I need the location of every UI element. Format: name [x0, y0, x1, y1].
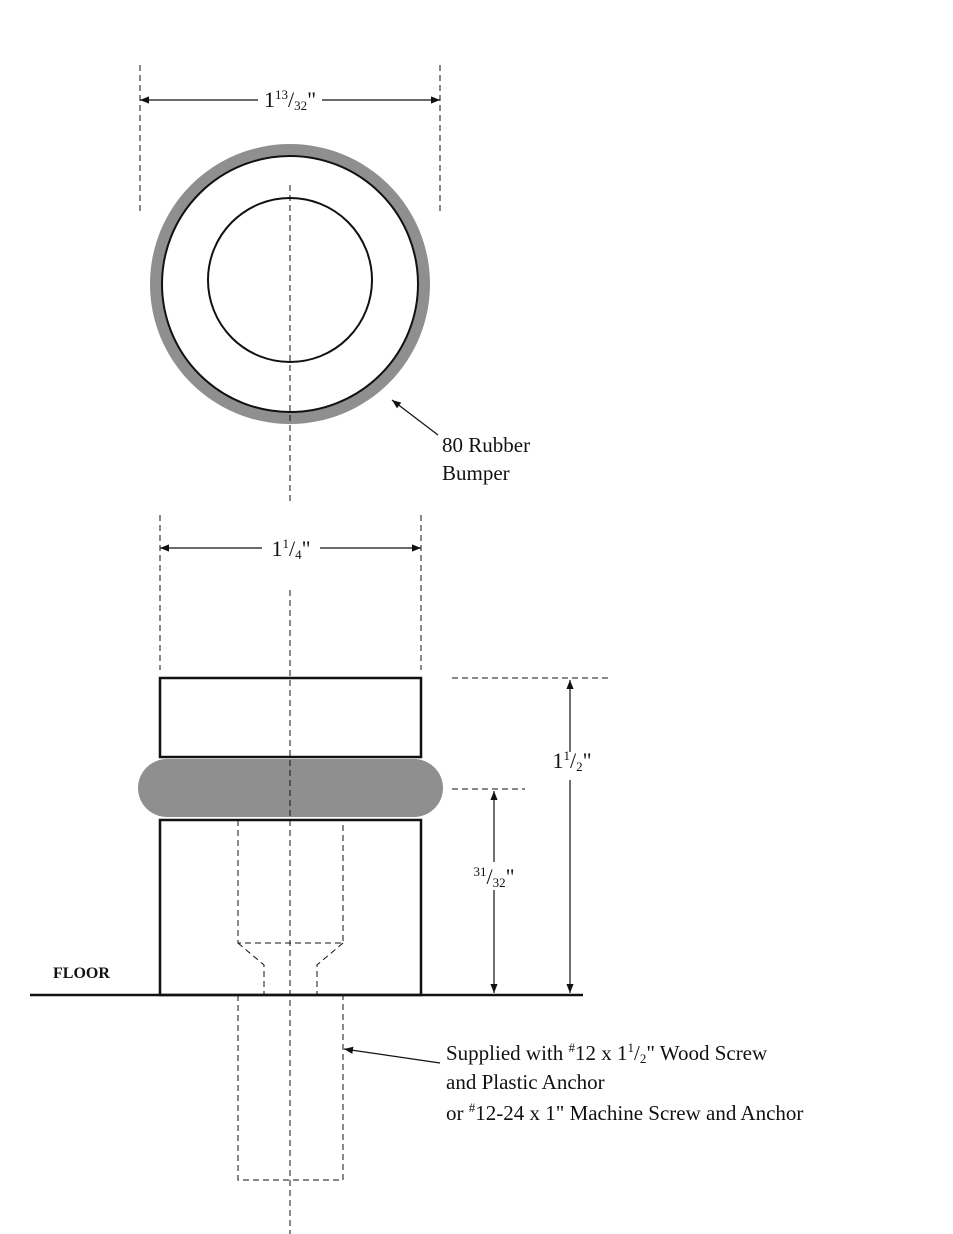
note-line2: and Plastic Anchor — [446, 1070, 605, 1094]
rubber-band — [138, 759, 443, 817]
floor-label: FLOOR — [53, 965, 110, 982]
anchor-hidden — [237, 995, 344, 1181]
bumper-height-dimension: 31/32" — [473, 864, 514, 890]
bumper-leader-arrow — [391, 399, 439, 436]
outer-body-circle — [161, 155, 419, 413]
height-dimension: 11/2" — [552, 748, 591, 774]
base-body — [158, 818, 423, 997]
bumper-label-line2: Bumper — [442, 461, 510, 485]
bumper-label-line1: 80 Rubber — [442, 433, 530, 457]
note-leader-arrow — [343, 1046, 441, 1064]
top-view: 113/32" 80 Rubber Bumper — [139, 65, 530, 505]
screw-hole-hidden — [237, 942, 344, 995]
top-width-dimension: 113/32" — [264, 87, 316, 113]
side-view: 11/4" FLOOR 11/2" 31/32" Supplied with #… — [30, 515, 803, 1234]
side-width-dimension: 11/4" — [271, 536, 310, 562]
note-line1: Supplied with #12 x 11/2" Wood Screw — [446, 1040, 768, 1066]
top-cap — [158, 676, 423, 759]
note-line3: or #12-24 x 1" Machine Screw and Anchor — [446, 1100, 803, 1125]
